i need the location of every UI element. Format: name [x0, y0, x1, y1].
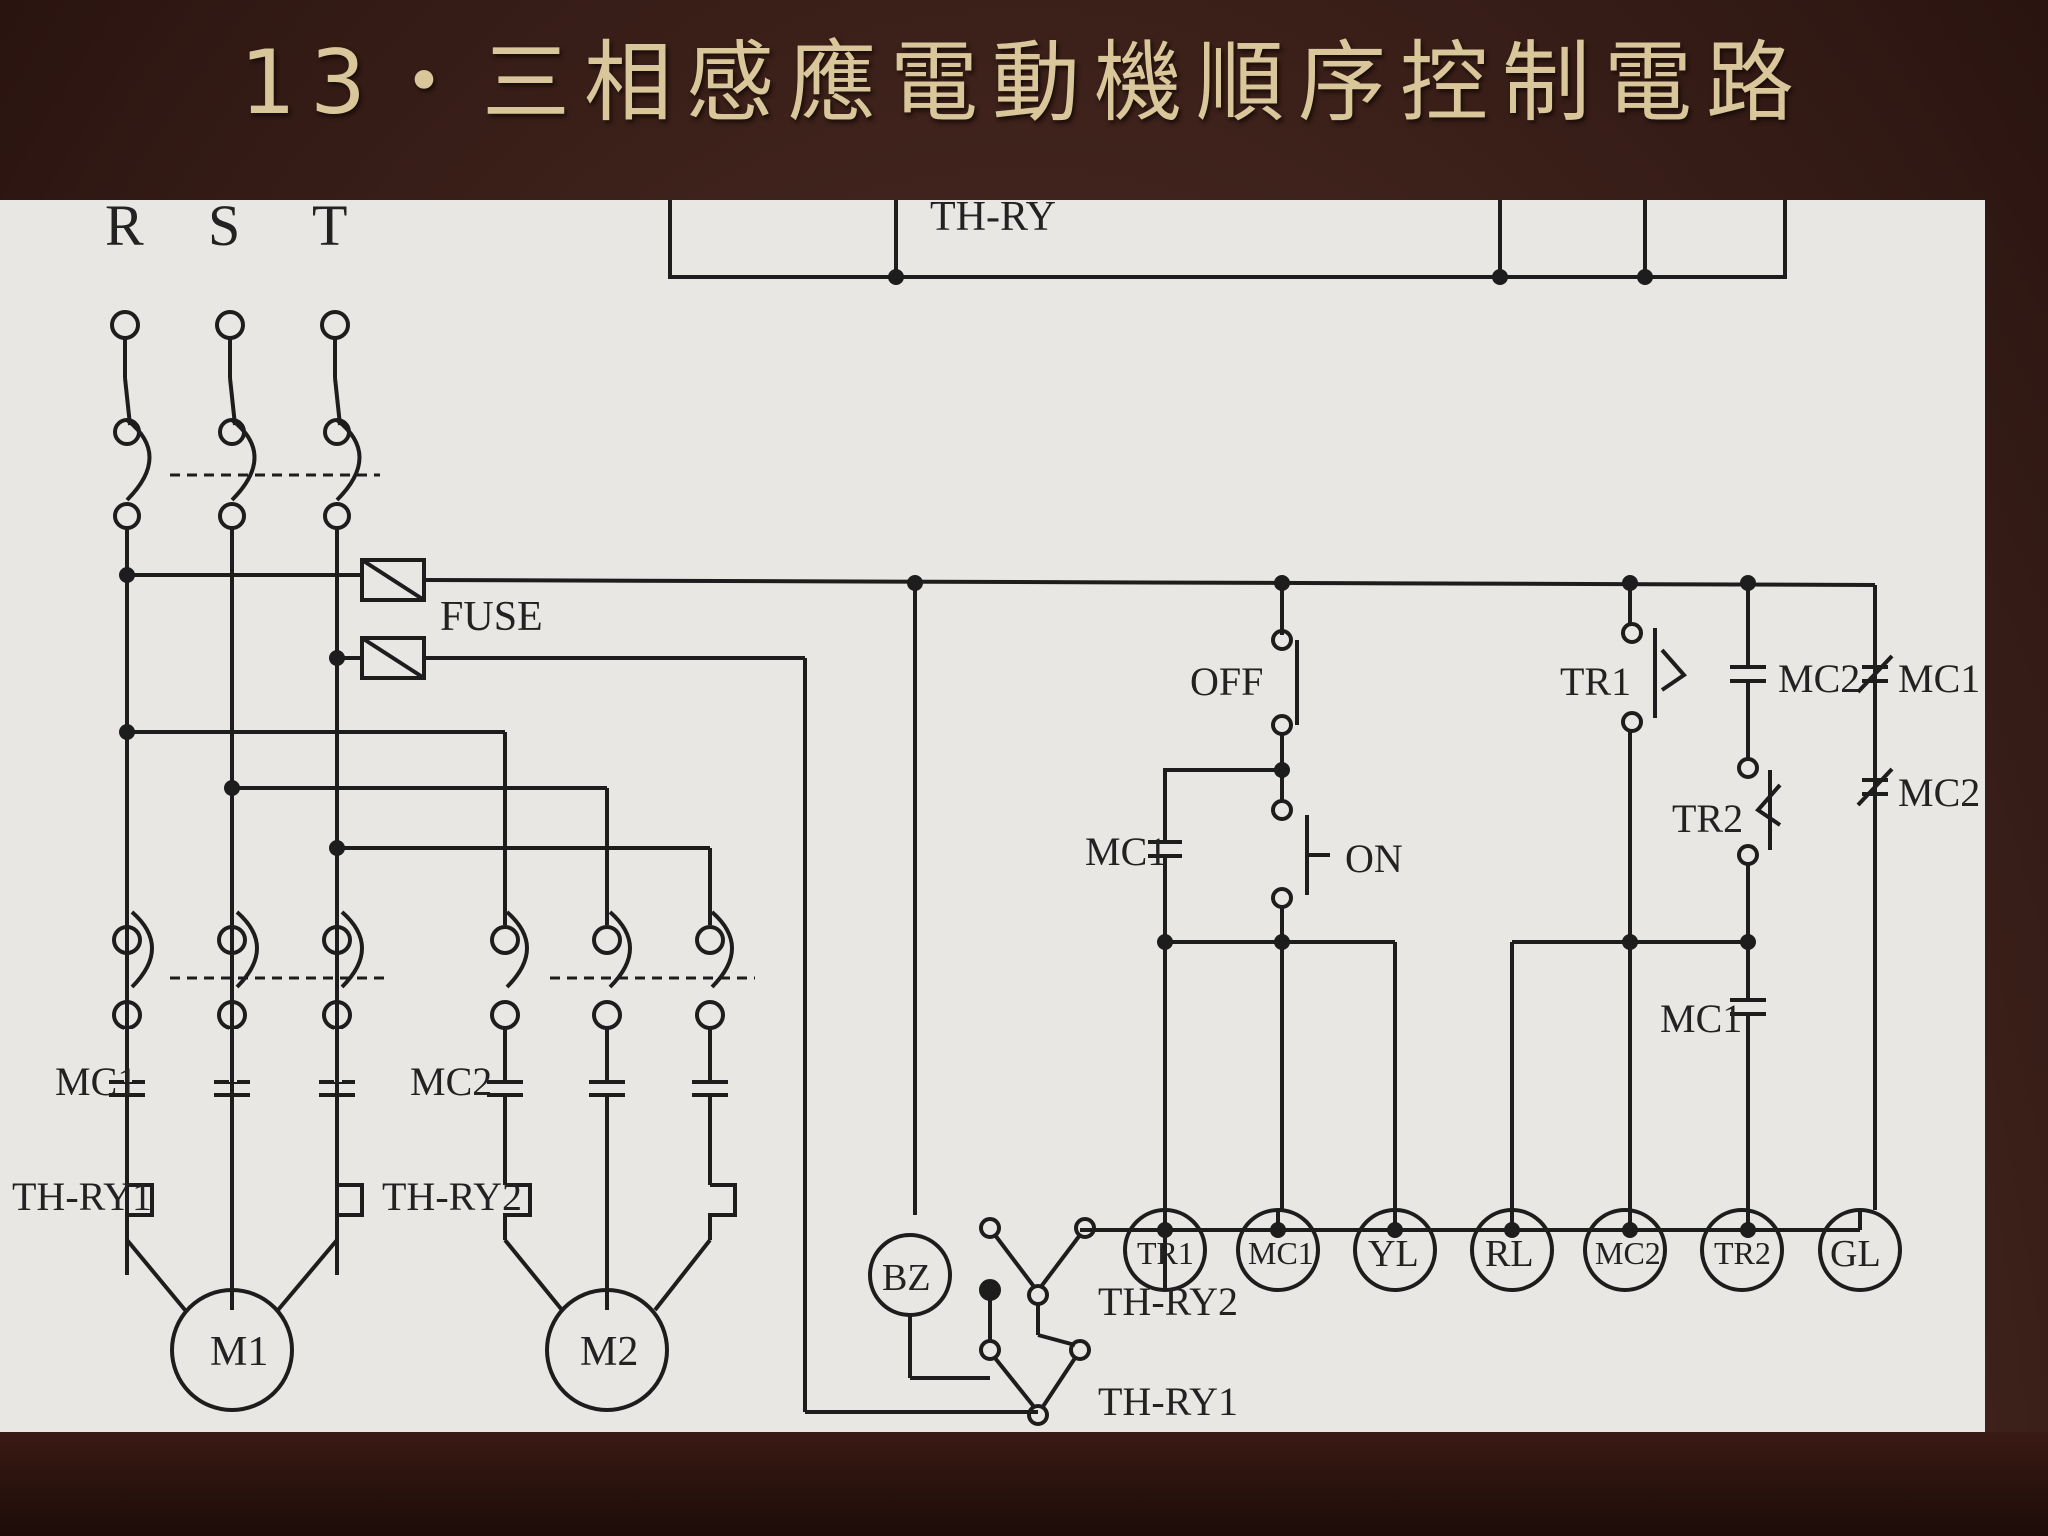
load-rl-label: RL	[1485, 1233, 1534, 1275]
alarm-th-ry1-label: TH-RY1	[1098, 1379, 1238, 1424]
load-gl-label: GL	[1830, 1233, 1881, 1275]
mc2-nc-contact-label: MC2	[1898, 770, 1980, 815]
phase-s-label: S	[208, 200, 240, 258]
circuit-panel: R S T TH-RY FUSE MC1 TH-RY1 M1 MC2 TH-RY…	[0, 193, 1985, 1432]
thermal-relay-2-label: TH-RY2	[382, 1174, 522, 1219]
on-button-label: ON	[1345, 836, 1403, 881]
tr1-contact-label: TR1	[1560, 659, 1631, 704]
load-mc2-label: MC2	[1595, 1235, 1661, 1271]
load-tr2-label: TR2	[1714, 1235, 1771, 1271]
phase-t-label: T	[312, 200, 347, 258]
fuse-label: FUSE	[440, 594, 543, 640]
load-tr1-label: TR1	[1137, 1235, 1194, 1271]
load-mc1-label: MC1	[1248, 1235, 1314, 1271]
mc1-contact-b-label: MC1	[1660, 996, 1742, 1041]
mc1-nc-contact-label: MC1	[1898, 656, 1980, 701]
slide-title: 13・三相感應電動機順序控制電路	[240, 31, 1808, 134]
thermal-relay-1-label: TH-RY1	[12, 1174, 152, 1219]
mc2-contact-label: MC2	[1778, 656, 1860, 701]
tr2-contact-label: TR2	[1672, 796, 1743, 841]
bottom-strip	[0, 1432, 2048, 1536]
top-relay-label: TH-RY	[930, 200, 1056, 240]
motor-2-label: M2	[580, 1329, 638, 1375]
alarm-th-ry2-label: TH-RY2	[1098, 1279, 1238, 1324]
phase-r-label: R	[105, 200, 144, 258]
mc1-seal-contact-label: MC1	[1085, 829, 1167, 874]
circuit-diagram: R S T TH-RY FUSE MC1 TH-RY1 M1 MC2 TH-RY…	[12, 193, 1980, 1426]
off-button-label: OFF	[1190, 659, 1263, 704]
mc2-power-label: MC2	[410, 1059, 492, 1104]
load-bz-label: BZ	[882, 1257, 931, 1299]
mc1-power-label: MC1	[55, 1059, 137, 1104]
motor-1-label: M1	[210, 1329, 268, 1375]
load-yl-label: YL	[1368, 1233, 1419, 1275]
